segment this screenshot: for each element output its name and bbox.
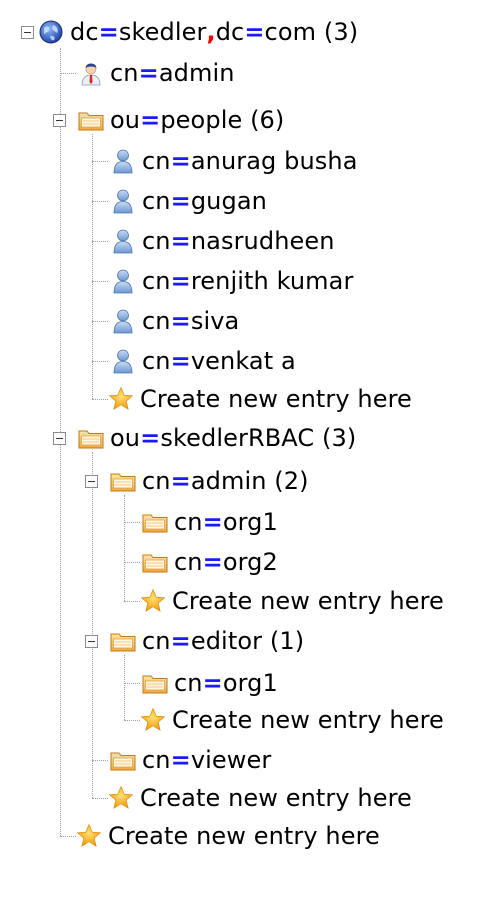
tree-node-editor[interactable]: cn=editor (1) [110,623,304,659]
tree-node-viewer[interactable]: cn=viewer [110,742,271,778]
tree-item-label[interactable]: Create new entry here [140,784,412,812]
collapse-toggle-people[interactable] [53,114,66,127]
tree-connector [92,201,108,202]
tree-connector [92,161,108,162]
tree-connector [124,495,125,601]
tree-connector [124,562,140,563]
create-entry-link[interactable]: Create new entry here [76,818,380,854]
user-icon [110,268,136,294]
create-entry-link[interactable]: Create new entry here [140,583,444,619]
star-icon [140,588,166,614]
tree-connector [92,798,108,799]
tree-node-user[interactable]: cn=renjith kumar [110,263,353,299]
folder-icon [78,425,104,451]
collapse-toggle-admin[interactable] [85,475,98,488]
tree-connector [92,361,108,362]
tree-item-label[interactable]: Create new entry here [172,587,444,615]
folder-icon [142,509,168,535]
user-icon [110,308,136,334]
tree-item-label[interactable]: Create new entry here [140,385,412,413]
tree-item-label[interactable]: cn=admin (2) [142,467,309,495]
folder-icon [110,628,136,654]
user-icon [110,228,136,254]
tree-item-label[interactable]: cn=nasrudheen [142,227,335,255]
tree-node-org[interactable]: cn=org2 [142,544,278,580]
tree-node-people[interactable]: ou=people (6) [78,102,284,138]
tree-node-user[interactable]: cn=anurag busha [110,143,358,179]
create-entry-link[interactable]: Create new entry here [108,381,412,417]
tree-item-label[interactable]: cn=renjith kumar [142,267,354,295]
tree-connector [124,683,140,684]
tree-connector [92,399,108,400]
tree-item-label[interactable]: cn=org1 [174,508,278,536]
tree-item-label[interactable]: ou=people (6) [110,106,285,134]
tree-node-root[interactable]: dc=skedler,dc=com (3) [38,14,358,50]
collapse-toggle-skedlerrbac[interactable] [53,432,66,445]
tree-node-user[interactable]: cn=gugan [110,183,267,219]
star-icon [108,785,134,811]
collapse-toggle-root[interactable] [21,26,34,39]
tree-node-skedlerrbac[interactable]: ou=skedlerRBAC (3) [78,420,356,456]
tree-connector [124,655,125,720]
tree-item-label[interactable]: cn=siva [142,307,240,335]
tree-item-label[interactable]: cn=gugan [142,187,267,215]
folder-icon [110,747,136,773]
admin-user-icon [78,60,104,86]
tree-item-label[interactable]: cn=anurag busha [142,147,358,175]
tree-connector [92,452,93,798]
tree-node-user[interactable]: cn=nasrudheen [110,223,335,259]
collapse-toggle-editor[interactable] [85,635,98,648]
folder-icon [78,107,104,133]
tree-item-label[interactable]: ou=skedlerRBAC (3) [110,424,357,452]
folder-icon [110,468,136,494]
tree-item-label[interactable]: cn=viewer [142,746,272,774]
tree-connector [92,241,108,242]
tree-node-rbac-admin[interactable]: cn=admin (2) [110,463,309,499]
tree-item-label[interactable]: cn=admin [110,59,235,87]
star-icon [140,707,166,733]
tree-connector [92,760,108,761]
tree-node-admin[interactable]: cn=admin [78,55,235,91]
root-label[interactable]: dc=skedler,dc=com (3) [70,18,359,46]
tree-connector [92,134,93,399]
tree-node-user[interactable]: cn=venkat a [110,343,296,379]
tree-node-org[interactable]: cn=org1 [142,665,278,701]
tree-connector [60,836,76,837]
tree-item-label[interactable]: cn=editor (1) [142,627,305,655]
globe-icon [38,19,64,45]
tree-item-label[interactable]: cn=venkat a [142,347,296,375]
tree-connector [92,321,108,322]
tree-connector [124,522,140,523]
create-entry-link[interactable]: Create new entry here [140,702,444,738]
tree-item-label[interactable]: cn=org1 [174,669,278,697]
tree-connector [124,601,140,602]
star-icon [108,386,134,412]
user-icon [110,148,136,174]
user-icon [110,188,136,214]
folder-icon [142,549,168,575]
star-icon [76,823,102,849]
create-entry-link[interactable]: Create new entry here [108,780,412,816]
user-icon [110,348,136,374]
tree-connector [60,73,76,74]
tree-item-label[interactable]: Create new entry here [108,822,380,850]
tree-connector [92,281,108,282]
tree-connector [124,720,140,721]
tree-node-user[interactable]: cn=siva [110,303,239,339]
tree-item-label[interactable]: Create new entry here [172,706,444,734]
tree-node-org[interactable]: cn=org1 [142,504,278,540]
folder-icon [142,670,168,696]
tree-item-label[interactable]: cn=org2 [174,548,278,576]
